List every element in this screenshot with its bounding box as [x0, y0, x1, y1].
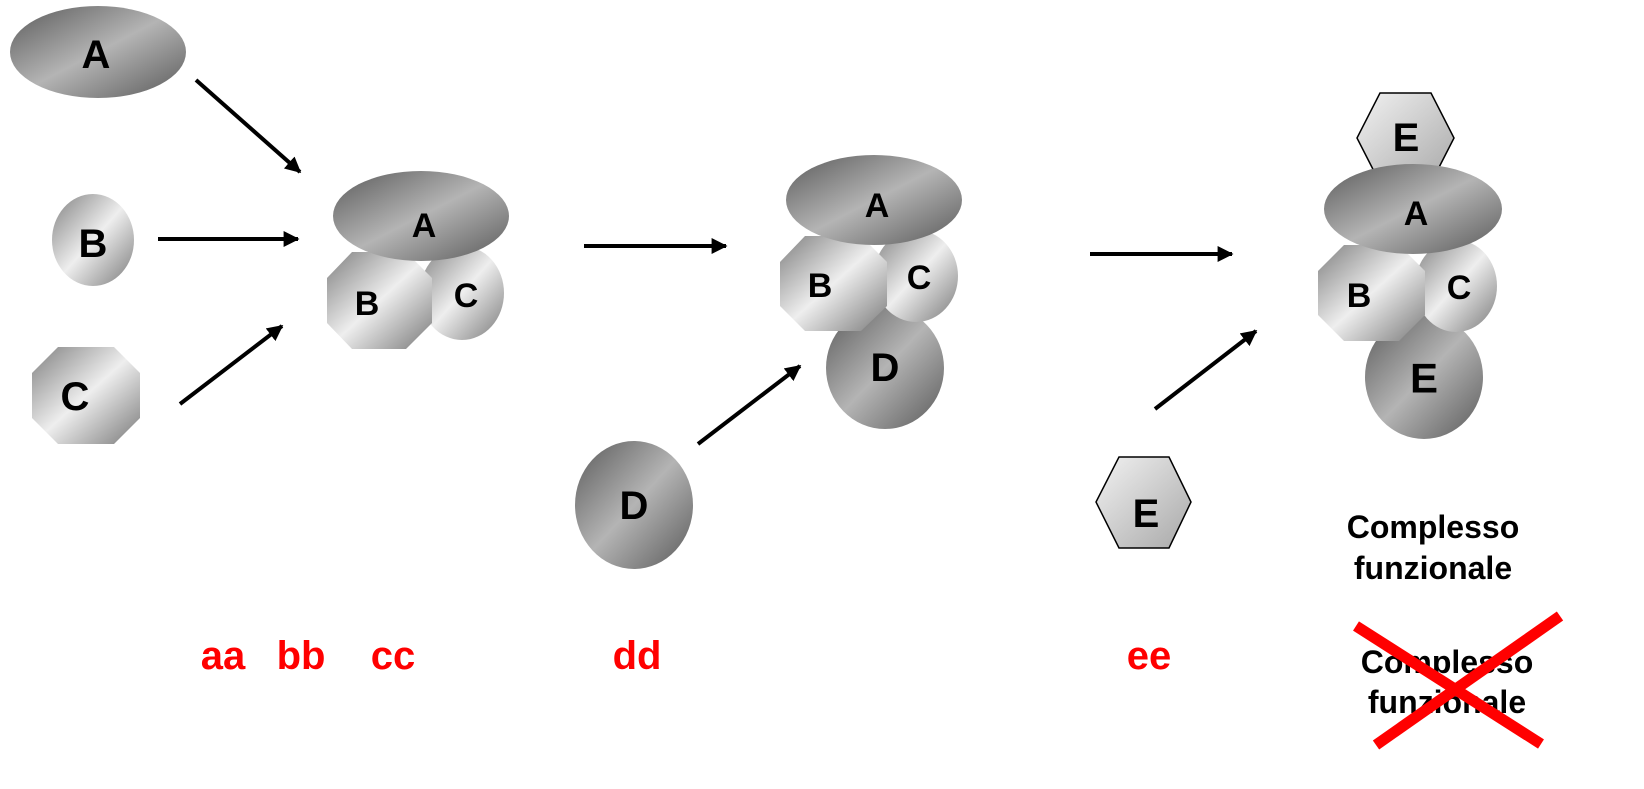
free-protein-b: B	[52, 194, 134, 286]
ellipse-shape-icon	[52, 194, 134, 286]
protein-a-label: A	[82, 33, 111, 77]
complex2-c-label: C	[907, 259, 932, 297]
mutation-dd-label: dd	[613, 634, 662, 678]
arrow-a-to-complex1	[194, 78, 302, 174]
ellipse-shape-icon	[826, 307, 944, 429]
complex3-c-label: C	[1447, 269, 1472, 307]
complex3-e-bottom-label: E	[1410, 355, 1438, 402]
mutation-aa-label: aa	[201, 634, 246, 678]
hexagon-shape-icon	[1095, 456, 1192, 549]
octagon-shape-icon	[780, 236, 887, 331]
ellipse-shape-icon	[786, 155, 962, 245]
mutation-cc-label: cc	[371, 634, 416, 678]
free-protein-a: A	[10, 6, 186, 98]
protein-b-label: B	[79, 222, 108, 266]
complex2-a-label: A	[865, 187, 890, 225]
complex-eabce: E A B C E	[1318, 92, 1502, 439]
x-mark-icon	[1353, 611, 1564, 750]
free-protein-d: D	[575, 441, 693, 569]
ellipse-shape-icon	[1324, 164, 1502, 254]
octagon-shape-icon	[1318, 245, 1425, 341]
protein-e-label: E	[1133, 492, 1160, 536]
free-protein-c: C	[32, 347, 140, 444]
complex3-a-label: A	[1404, 195, 1429, 233]
complex1-c-label: C	[454, 277, 479, 315]
complex1-b-label: B	[355, 285, 380, 323]
complex3-b-label: B	[1347, 277, 1372, 315]
complex2-b-label: B	[808, 267, 833, 305]
complex-abcd: A B C D	[780, 155, 962, 429]
complex-abc: A B C	[327, 171, 509, 349]
functional-caption-line1: Complesso	[1347, 509, 1519, 545]
arrow-d-to-complex2	[696, 364, 802, 446]
ellipse-shape-icon	[10, 6, 186, 98]
mutation-bb-label: bb	[277, 634, 326, 678]
mutation-ee-label: ee	[1127, 634, 1172, 678]
complex3-e-top-label: E	[1393, 116, 1420, 160]
ellipse-shape-icon	[874, 230, 958, 322]
arrow-c-to-complex1	[178, 324, 284, 406]
octagon-shape-icon	[32, 347, 140, 444]
protein-d-label: D	[620, 484, 649, 528]
ellipse-shape-icon	[1365, 315, 1483, 439]
ellipse-shape-icon	[333, 171, 509, 261]
complex1-a-label: A	[412, 207, 437, 245]
arrow-e-to-complex3	[1153, 329, 1258, 411]
octagon-shape-icon	[327, 252, 432, 349]
ellipse-shape-icon	[575, 441, 693, 569]
functional-caption-line2: funzionale	[1354, 550, 1512, 586]
ellipse-shape-icon	[1415, 240, 1497, 332]
protein-c-label: C	[61, 375, 90, 419]
free-protein-e: E	[1095, 456, 1192, 549]
ellipse-shape-icon	[420, 246, 504, 340]
complex2-d-label: D	[871, 346, 900, 390]
